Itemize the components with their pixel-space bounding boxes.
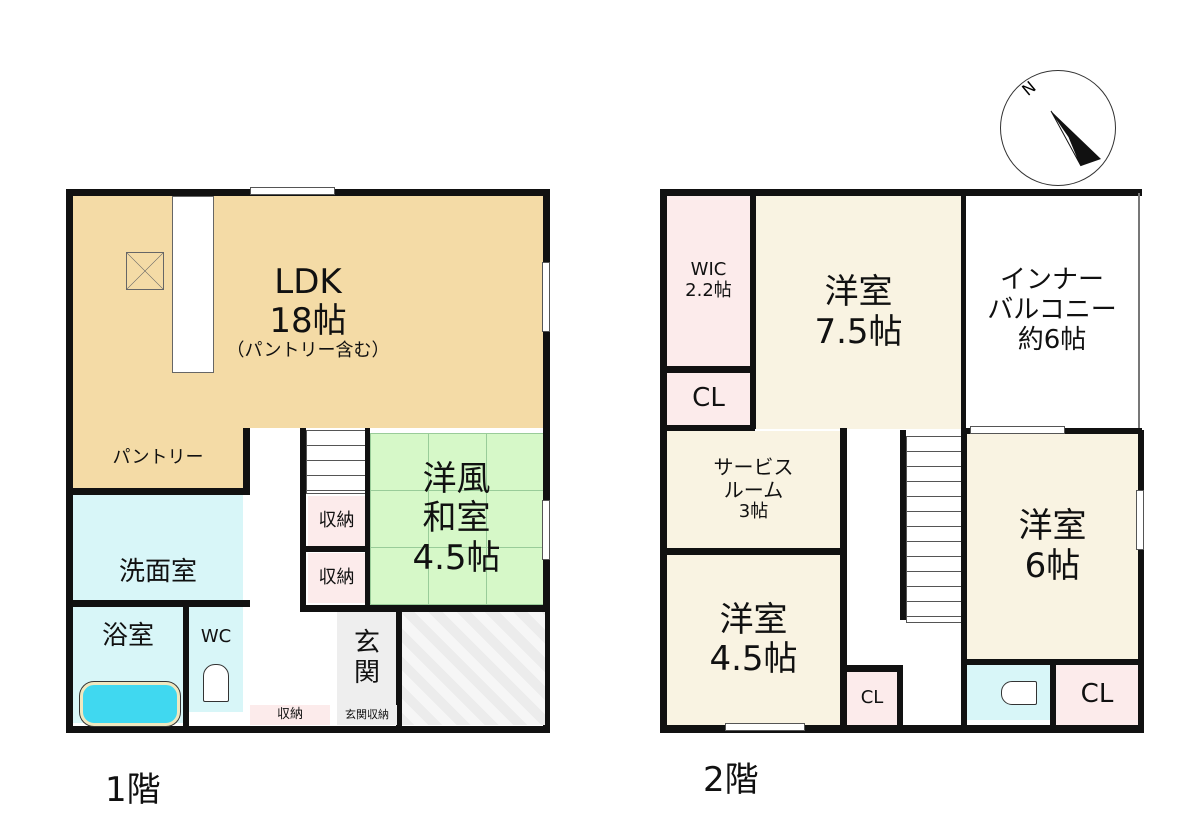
wic-name: WIC — [690, 259, 727, 281]
entrance-name1: 玄 — [353, 627, 380, 658]
western75-size: 7.5帖 — [814, 311, 903, 352]
japanese-name2: 和室 — [422, 498, 491, 539]
bath-name: 浴室 — [101, 621, 154, 651]
western75-name: 洋室 — [824, 272, 893, 313]
window — [542, 500, 550, 560]
room-storage-3: 収納 — [250, 705, 330, 725]
porch — [400, 612, 545, 725]
room-entrance-storage: 玄関収納 — [337, 705, 397, 725]
fridge-space — [126, 252, 164, 290]
room-washroom: 洗面室 — [73, 495, 243, 600]
entrance-name2: 関 — [353, 657, 380, 688]
room-western-6: 洋室 6帖 — [967, 434, 1138, 659]
balcony-size: 約6帖 — [1017, 324, 1087, 355]
washroom-name: 洗面室 — [118, 556, 197, 587]
western6-size: 6帖 — [1024, 545, 1081, 586]
kitchen-counter — [172, 196, 214, 373]
toilet-icon — [1000, 680, 1037, 705]
ldk-size: 18帖 — [269, 300, 347, 341]
wc-name: WC — [200, 626, 232, 647]
ldk-note: （パントリー含む） — [226, 339, 390, 361]
balcony-name1: インナー — [999, 265, 1104, 296]
ldk-name: LDK — [274, 261, 342, 302]
window — [250, 187, 335, 195]
room-storage-2: 収納 — [308, 553, 365, 603]
inner-balcony: インナー バルコニー 約6帖 — [966, 193, 1140, 429]
western45-name: 洋室 — [719, 599, 788, 640]
window — [542, 262, 550, 332]
stairs-2f — [906, 436, 963, 623]
floor2-label: 2階 — [703, 760, 759, 800]
japanese-size: 4.5帖 — [412, 537, 501, 578]
storage2-name: 収納 — [318, 566, 355, 588]
room-storage-1: 収納 — [308, 496, 365, 546]
service-name1: サービス — [713, 455, 794, 480]
room-western-4-5: 洋室 4.5帖 — [667, 555, 840, 725]
storage1-name: 収納 — [318, 509, 355, 531]
window — [970, 426, 1065, 434]
north-arrow-icon — [1050, 110, 1101, 167]
entrance-storage-name: 玄関収納 — [345, 707, 389, 721]
floor1-label: 1階 — [105, 770, 161, 810]
room-ldk: LDK 18帖 （パントリー含む） — [73, 196, 543, 428]
room-pantry: パントリー — [73, 428, 243, 488]
bathtub-icon — [80, 682, 180, 726]
pantry-name: パントリー — [112, 446, 204, 468]
western6-name: 洋室 — [1018, 506, 1087, 547]
compass: N — [1000, 70, 1116, 186]
room-cl-2: CL — [847, 672, 897, 725]
service-name2: ルーム — [723, 478, 784, 503]
room-entrance: 玄 関 — [337, 612, 397, 705]
stairs-1f — [306, 430, 368, 494]
cl2-name: CL — [860, 687, 884, 709]
room-wic: WIC 2.2帖 — [667, 196, 750, 366]
window — [1136, 490, 1144, 550]
japanese-name1: 洋風 — [422, 459, 491, 500]
wic-size: 2.2帖 — [685, 280, 732, 301]
room-japanese: 洋風 和室 4.5帖 — [370, 433, 543, 605]
room-western-7-5: 洋室 7.5帖 — [756, 196, 961, 429]
room-service: サービス ルーム 3帖 — [667, 431, 840, 548]
balcony-name2: バルコニー — [987, 295, 1117, 326]
room-cl-3: CL — [1056, 665, 1138, 725]
storage3-name: 収納 — [276, 706, 303, 722]
window — [725, 723, 805, 731]
service-size: 3帖 — [738, 501, 769, 523]
room-cl-1: CL — [667, 373, 750, 425]
cl1-name: CL — [692, 383, 725, 414]
western45-size: 4.5帖 — [709, 639, 798, 679]
room-toilet-2f — [967, 665, 1050, 720]
cl3-name: CL — [1080, 679, 1114, 710]
toilet-icon — [203, 664, 229, 702]
